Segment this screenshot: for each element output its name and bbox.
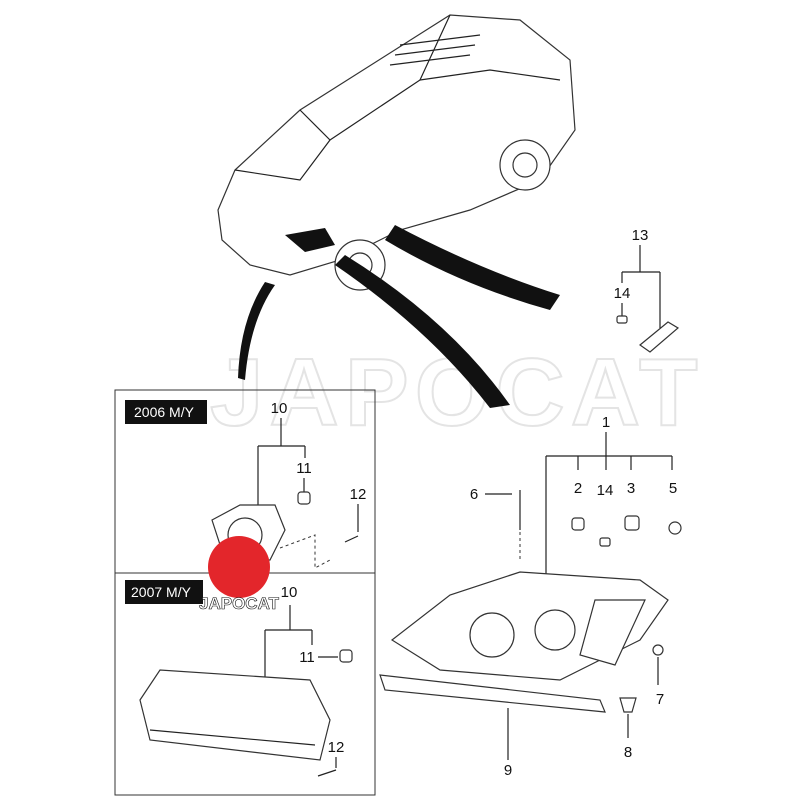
callout-3[interactable]: 3: [627, 480, 635, 497]
headlamp-seal: [379, 674, 606, 713]
callout-11-2006[interactable]: 11: [296, 460, 312, 477]
callout-8[interactable]: 8: [624, 744, 632, 761]
callout-13[interactable]: 13: [632, 227, 649, 244]
screw-2006: [344, 535, 359, 543]
callout-2[interactable]: 2: [574, 480, 582, 497]
callout-12-2007[interactable]: 12: [328, 739, 345, 756]
fog-lamp-panel: 2006 M/Y 2007 M/Y 10 11 12 10 11 12: [114, 389, 376, 796]
side-marker-group: 13 14: [614, 227, 680, 353]
callout-10-2007[interactable]: 10: [281, 584, 298, 601]
logo-text: JAPOCAT: [199, 594, 280, 613]
model-year-2006: 2006 M/Y: [134, 404, 195, 420]
side-marker-lamp: [639, 321, 680, 353]
japocat-logo: JAPOCAT: [199, 536, 280, 613]
clip-8: [619, 697, 637, 713]
callout-14-headlamp[interactable]: 14: [597, 482, 614, 499]
callout-14-marker[interactable]: 14: [614, 285, 631, 302]
clip-7: [652, 644, 664, 656]
bulb-3: [624, 515, 640, 531]
model-year-2007-tag: [125, 580, 203, 604]
pointer-fog-lamp: [238, 282, 275, 380]
callout-5[interactable]: 5: [669, 480, 677, 497]
callout-12-2006[interactable]: 12: [350, 486, 367, 503]
pointer-headlamp: [335, 255, 510, 408]
model-year-2007: 2007 M/Y: [131, 584, 192, 600]
headlamp-group: 1 2 14 3 5 6 9 7 8: [379, 414, 682, 779]
callout-11-2007[interactable]: 11: [299, 649, 315, 666]
bulb-5: [668, 521, 682, 535]
fog-bulb-2007: [339, 649, 353, 663]
callout-7[interactable]: 7: [656, 691, 664, 708]
model-year-2006-tag: [125, 400, 207, 424]
marker-bulb: [616, 315, 628, 324]
callout-1[interactable]: 1: [602, 414, 610, 431]
fog-lamp-2007: [139, 669, 331, 761]
fog-bulb-2006: [297, 491, 311, 505]
bulb-2: [571, 517, 585, 531]
callout-10-2006[interactable]: 10: [271, 400, 288, 417]
callout-6[interactable]: 6: [470, 486, 478, 503]
callout-9[interactable]: 9: [504, 762, 512, 779]
screw-2007: [317, 769, 337, 777]
vehicle-illustration: [217, 14, 576, 291]
pointer-side-marker: [385, 225, 560, 310]
bulb-14: [599, 537, 611, 547]
